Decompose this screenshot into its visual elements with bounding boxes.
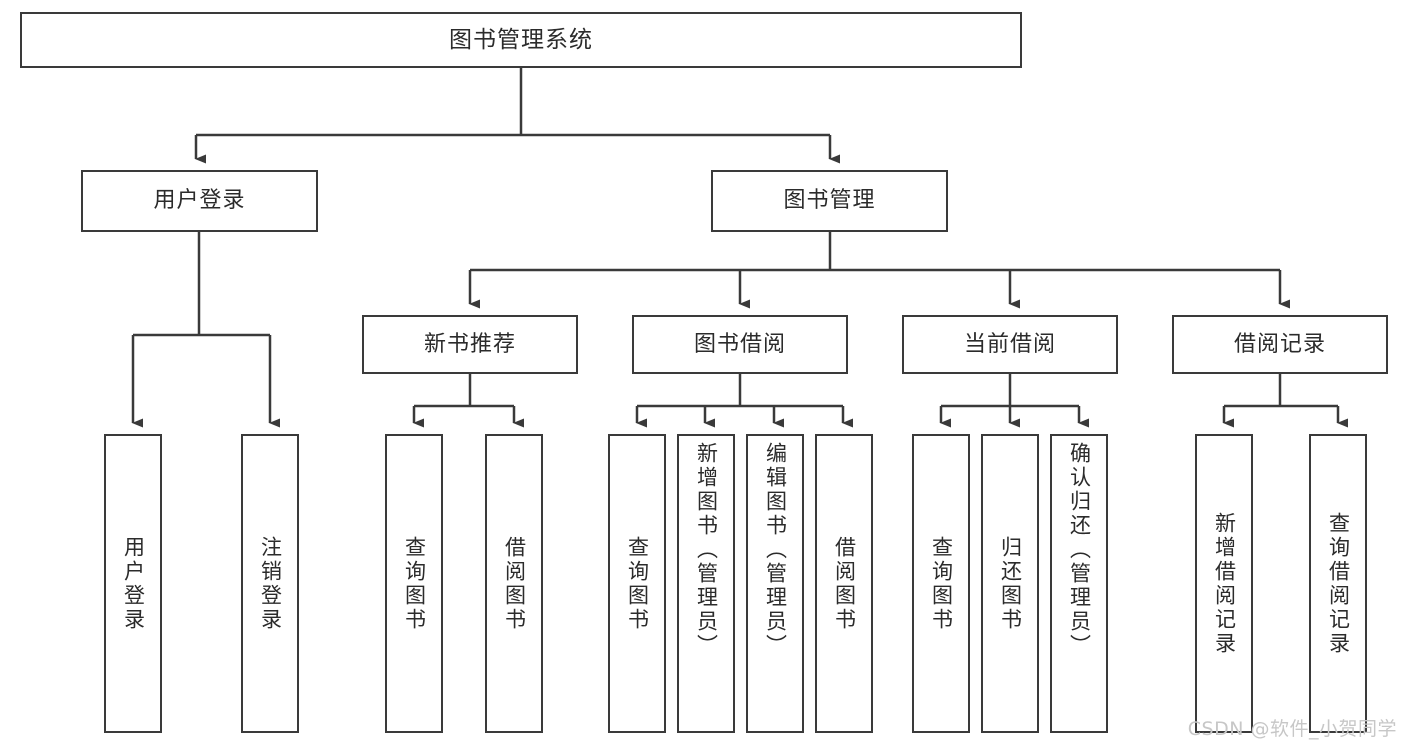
node-borrow-record[interactable]: 借阅记录 (1172, 315, 1388, 374)
node-user-login[interactable]: 用户登录 (81, 170, 318, 232)
leaf-query-book-current[interactable]: 查询图书 (912, 434, 970, 733)
leaf-borrow-book[interactable]: 借阅图书 (815, 434, 873, 733)
leaf-user-login[interactable]: 用户登录 (104, 434, 162, 733)
leaf-query-book-borrow[interactable]: 查询图书 (608, 434, 666, 733)
leaf-user-logout[interactable]: 注销登录 (241, 434, 299, 733)
csdn-watermark: CSDN @软件_小贺同学 (1187, 718, 1397, 740)
leaf-borrow-book-recommend[interactable]: 借阅图书 (485, 434, 543, 733)
node-label: 借阅图书 (502, 535, 527, 632)
node-label: 借阅记录 (1233, 331, 1326, 357)
leaf-edit-book-admin[interactable]: 编辑图书（管理员） (746, 434, 804, 733)
node-label: 查询图书 (625, 535, 650, 632)
node-label: 归还图书 (998, 535, 1023, 632)
node-book-borrow[interactable]: 图书借阅 (632, 315, 848, 374)
leaf-query-borrow-record[interactable]: 查询借阅记录 (1309, 434, 1367, 733)
node-label: 用户登录 (121, 535, 146, 632)
leaf-add-borrow-record[interactable]: 新增借阅记录 (1195, 434, 1253, 733)
node-label: 注销登录 (258, 535, 283, 632)
node-current-borrow[interactable]: 当前借阅 (902, 315, 1118, 374)
node-label: 用户登录 (153, 188, 246, 214)
leaf-return-book[interactable]: 归还图书 (981, 434, 1039, 733)
node-label: 当前借阅 (963, 331, 1056, 357)
leaf-query-book-recommend[interactable]: 查询图书 (385, 434, 443, 733)
node-root-book-management-system[interactable]: 图书管理系统 (20, 12, 1022, 68)
node-label: 新增借阅记录 (1212, 511, 1237, 656)
node-label: 新书推荐 (423, 331, 516, 357)
node-label: 查询图书 (402, 535, 427, 632)
node-label: 查询借阅记录 (1326, 511, 1351, 656)
node-label: 查询图书 (929, 535, 954, 632)
node-label: 编辑图书（管理员） (763, 442, 788, 658)
node-label: 图书借阅 (693, 331, 786, 357)
node-label: 确认归还（管理员） (1067, 442, 1092, 658)
node-label: 新增图书（管理员） (694, 442, 719, 658)
node-new-book-recommend[interactable]: 新书推荐 (362, 315, 578, 374)
node-label: 图书管理 (783, 188, 876, 214)
leaf-add-book-admin[interactable]: 新增图书（管理员） (677, 434, 735, 733)
node-book-management[interactable]: 图书管理 (711, 170, 948, 232)
node-label: 借阅图书 (832, 535, 857, 632)
leaf-confirm-return-admin[interactable]: 确认归还（管理员） (1050, 434, 1108, 733)
node-label: 图书管理系统 (449, 26, 593, 53)
